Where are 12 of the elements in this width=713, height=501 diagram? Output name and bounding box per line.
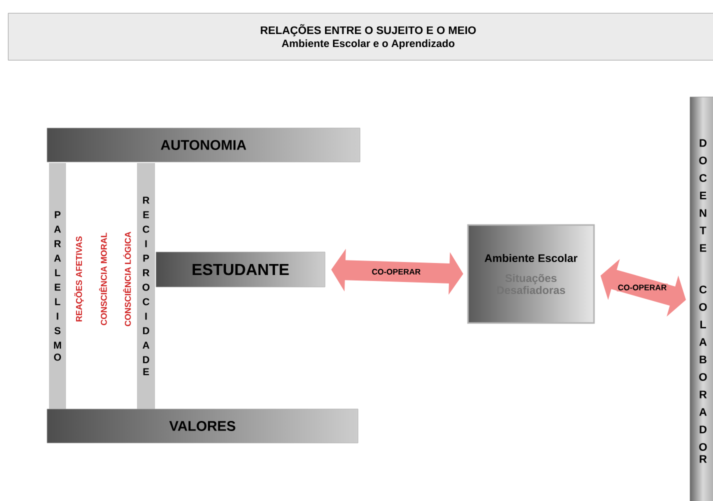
- pillar-bar: DOCENTE COLABORADOR: [690, 96, 713, 501]
- vertical-label: REAÇÕES AFETIVAS: [74, 236, 84, 322]
- vertical-label: CONSCIÊNCIA MORAL: [99, 232, 107, 326]
- edge-label: CO-OPERAR: [618, 284, 667, 290]
- edge-label: CO-OPERAR: [372, 268, 420, 275]
- pillar-bar: PARALELISMO: [49, 163, 66, 409]
- header-bar: VALORES: [46, 408, 358, 444]
- vertical-label: CONSCIÊNCIA LÓGICA: [123, 232, 131, 326]
- pillar-bar: RECIPROCIDADE: [137, 163, 155, 409]
- header-bar: AUTONOMIA: [46, 128, 360, 162]
- title-box: RELAÇÕES ENTRE O SUJEITO E O MEIO Ambiente Escolar e o Aprendizado: [8, 13, 713, 60]
- header-bar: ESTUDANTE: [156, 252, 326, 288]
